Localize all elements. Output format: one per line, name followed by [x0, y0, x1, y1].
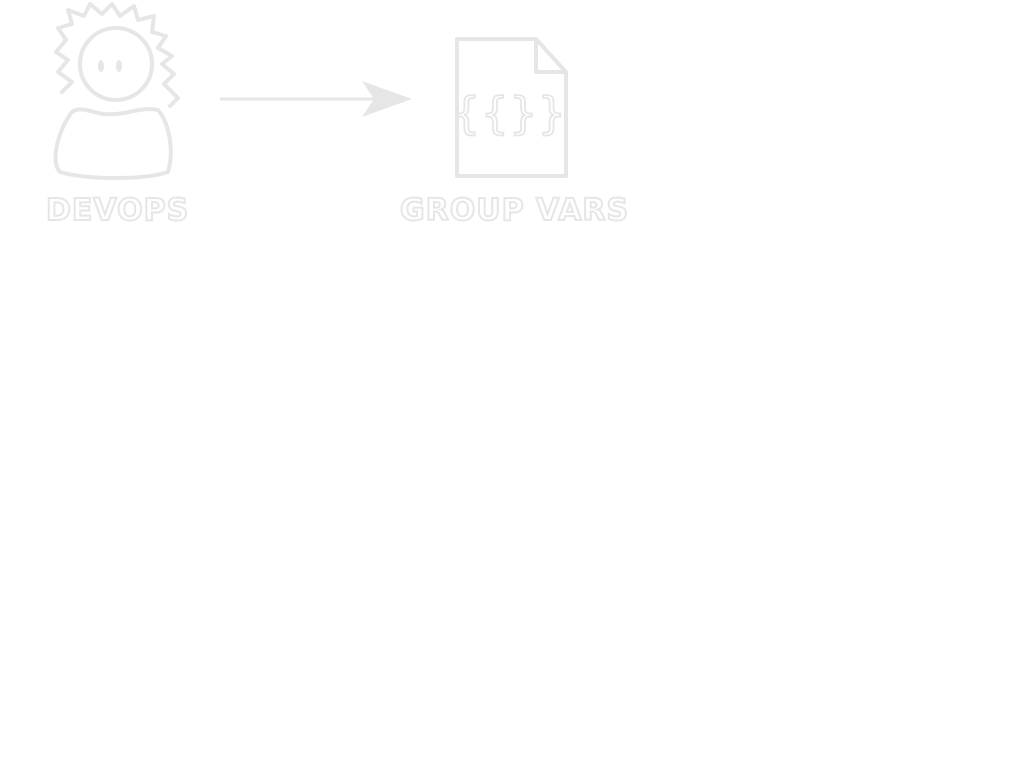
- devops-label: DEVOPS: [45, 193, 190, 228]
- json-file-icon: {{}}: [454, 37, 568, 178]
- arrow-connector: [220, 81, 412, 117]
- group-vars-label: GROUP VARS: [399, 193, 630, 228]
- json-braces: {{}}: [454, 88, 567, 139]
- person-icon: [53, 2, 180, 180]
